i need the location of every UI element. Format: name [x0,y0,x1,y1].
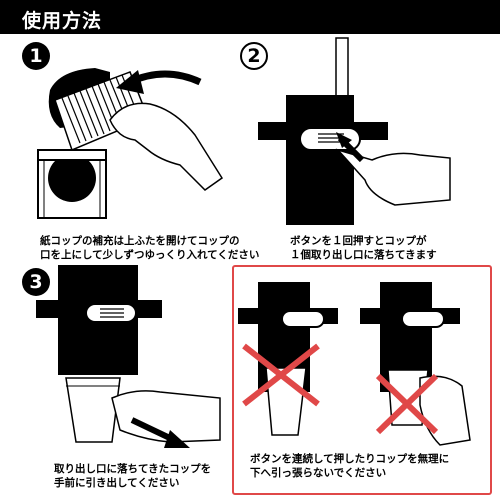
page-title: 使用方法 [22,10,103,32]
step2-caption-line1: ボタンを１回押すとコップが [290,235,427,247]
step3-number-badge: 3 [22,268,50,296]
warning-box [232,265,492,495]
warning-illustration [238,282,471,446]
step1-illustration [37,68,224,219]
step1-caption-line2: 口を上にして少しずつゆっくり入れてください [40,249,260,261]
step1-caption: 紙コップの補充は上ふたを開けてコップの 口を上にして少しずつゆっくり入れてくださ… [40,234,259,262]
header-bar: 使用方法 [0,0,500,34]
warning-caption-line2: 下へ引っ張らないでください [250,467,387,479]
step3-caption: 取り出し口に落ちてきたコップを 手前に引き出してください [54,462,211,490]
step2-illustration [258,37,451,225]
step3-caption-line1: 取り出し口に落ちてきたコップを [54,463,212,475]
step2-caption: ボタンを１回押すとコップが １個取り出し口に落ちてきます [290,234,437,262]
warning-caption: ボタンを連続して押したりコップを無理に 下へ引っ張らないでください [250,452,449,480]
warning-caption-line1: ボタンを連続して押したりコップを無理に [250,453,450,465]
step3-caption-line2: 手前に引き出してください [54,477,180,489]
step1-number-badge: 1 [22,42,50,70]
step2-caption-line2: １個取り出し口に落ちてきます [290,249,437,261]
step2-number-badge: 2 [240,42,268,70]
step3-illustration [36,265,221,448]
step1-caption-line1: 紙コップの補充は上ふたを開けてコップの [40,235,240,247]
